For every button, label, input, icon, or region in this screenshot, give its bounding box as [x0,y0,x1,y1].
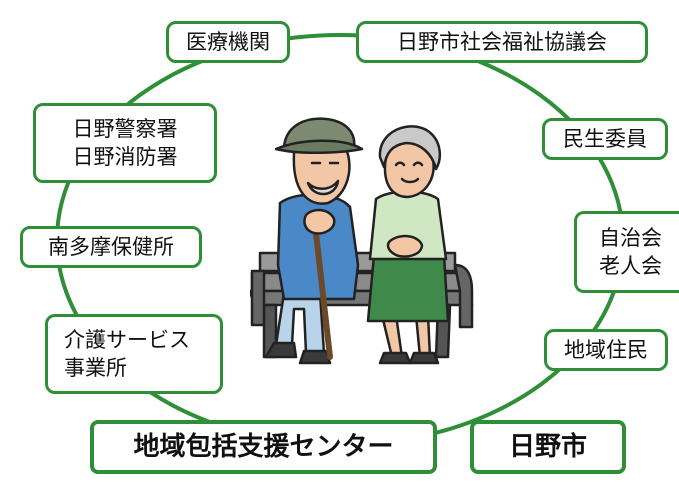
police-fire-station-label: 日野警察署 日野消防署 [72,116,178,169]
community-support-center-node: 地域包括支援センター [90,420,437,474]
care-service-providers-label: 介護サービス 事業所 [64,327,190,380]
community-support-center-label: 地域包括支援センター [133,431,394,462]
elderly-couple-on-bench-icon [250,117,474,365]
local-residents-label: 地域住民 [564,337,648,362]
hino-city-node: 日野市 [470,420,626,474]
social-welfare-council-node: 日野市社会福祉協議会 [356,21,648,63]
neighborhood-association-label: 自治会 老人会 [599,225,662,278]
social-welfare-council-label: 日野市社会福祉協議会 [397,29,607,54]
welfare-commissioner-label: 民生委員 [563,126,647,151]
local-residents-node: 地域住民 [544,329,668,371]
medical-institutions-label: 医療機関 [186,29,270,54]
hino-city-label: 日野市 [508,431,587,462]
welfare-commissioner-node: 民生委員 [542,118,668,160]
health-center-label: 南多摩保健所 [48,234,174,259]
medical-institutions-node: 医療機関 [166,21,290,63]
neighborhood-association-node: 自治会 老人会 [574,211,679,293]
health-center-node: 南多摩保健所 [20,226,202,268]
police-fire-station-node: 日野警察署 日野消防署 [33,103,217,183]
care-service-providers-node: 介護サービス 事業所 [45,314,223,394]
